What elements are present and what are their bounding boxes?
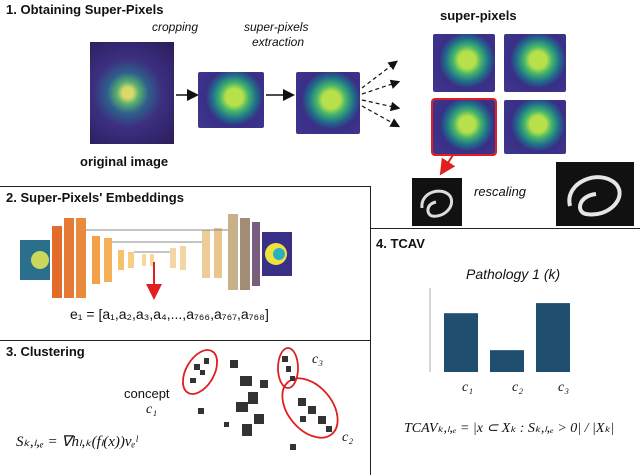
extraction-label-1: super-pixels xyxy=(244,20,309,34)
embedding-arrow xyxy=(146,262,162,300)
c1-label: c₁ xyxy=(146,402,158,417)
rescaling-label: rescaling xyxy=(474,184,527,199)
divider-s2-bottom xyxy=(0,340,370,341)
cropping-label: cropping xyxy=(152,20,199,34)
tcav-bar-chart xyxy=(429,288,570,372)
section1-title: 1. Obtaining Super-Pixels xyxy=(6,2,164,17)
cluster-scatter xyxy=(182,347,339,450)
superpixels-label: super-pixels xyxy=(440,8,517,23)
c2-label: c₂ xyxy=(342,430,354,445)
superpixel-tile-1 xyxy=(433,34,495,92)
extraction-label-2: extraction xyxy=(252,35,305,49)
x-tick-c3: c₃ xyxy=(558,380,570,395)
bar-1 xyxy=(444,313,478,372)
superpixel-tile-4 xyxy=(504,100,566,154)
unet-diagram xyxy=(20,214,292,298)
section4-title: 4. TCAV xyxy=(376,236,425,251)
superpixel-tile-3-highlighted xyxy=(431,98,497,156)
divider-vertical xyxy=(370,186,371,475)
x-tick-c1: c₁ xyxy=(462,380,474,395)
concept-label: concept xyxy=(124,386,170,401)
tcav-formula: TCAVₖ,ₗ,ₑ = |x ⊂ Xₖ : Sₖ,ₗ,ₑ > 0| / |Xₖ| xyxy=(404,421,615,436)
bar-2 xyxy=(490,350,524,372)
x-tick-c2: c₂ xyxy=(512,380,524,395)
section1-arrows xyxy=(176,60,456,176)
section3-title: 3. Clustering xyxy=(6,344,85,359)
original-image-label: original image xyxy=(80,154,169,169)
section2-title: 2. Super-Pixels' Embeddings xyxy=(6,190,184,205)
clustering-formula: Sₖ,ₗ,ₑ = ∇hₗ,ₖ(fₗ(x))vₑˡ xyxy=(16,434,138,450)
extracted-image xyxy=(296,72,360,134)
divider-s4-top xyxy=(370,228,640,229)
small-grayscale-patch xyxy=(412,178,462,226)
original-image xyxy=(90,42,174,144)
embedding-formula: e₁ = [a₁,a₂,a₃,a₄,...,a₇₆₆,a₇₆₇,a₇₆₈] xyxy=(70,306,269,322)
chart-title: Pathology 1 (k) xyxy=(466,266,561,282)
rescaled-grayscale-patch xyxy=(556,162,634,226)
divider-s1-bottom xyxy=(0,186,370,187)
cropped-image xyxy=(198,72,264,128)
superpixel-tile-2 xyxy=(504,34,566,92)
bar-3 xyxy=(536,303,570,372)
c3-label: c₃ xyxy=(312,352,324,367)
